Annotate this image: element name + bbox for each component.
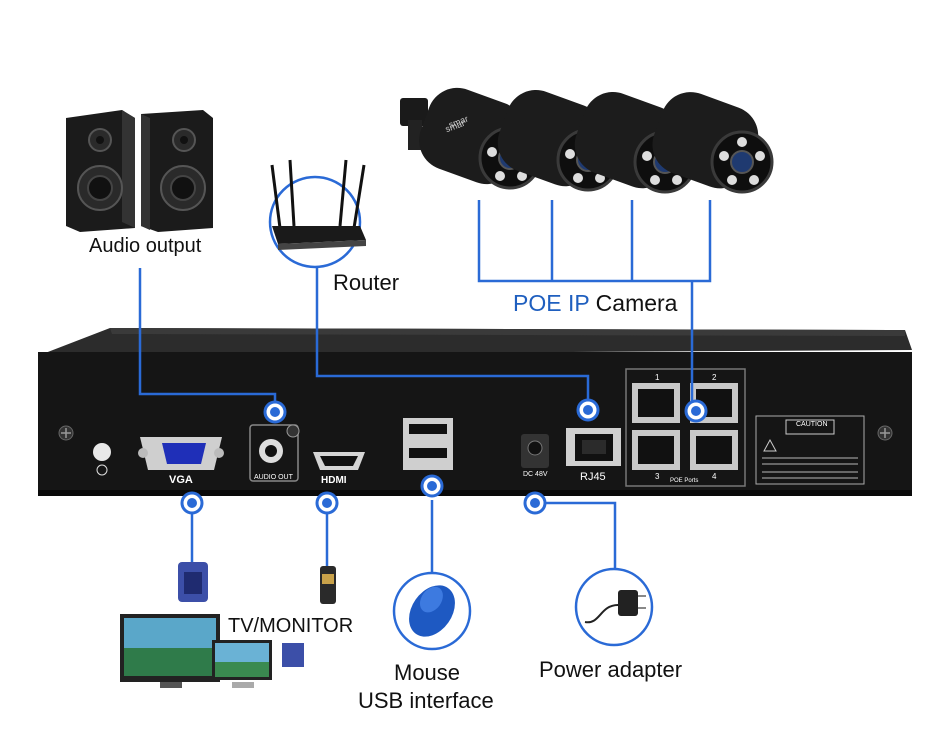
poe-ip-label: POE IP: [513, 290, 590, 316]
poe-ip-camera-label: POE IP Camera: [513, 290, 677, 317]
tv-monitor-image: [120, 614, 304, 688]
hdmi-cable-image: [320, 566, 336, 604]
vga-port-label: VGA: [169, 474, 193, 486]
dc-port-label: DC 48V: [523, 471, 548, 478]
speakers-image: [66, 110, 213, 232]
poe-port-number: 3: [655, 472, 660, 481]
poe-ports-label: POE Ports: [670, 478, 699, 484]
power-adapter-image: [574, 567, 654, 647]
poe-port-number: 2: [712, 373, 717, 382]
usb-interface-label: USB interface: [358, 688, 494, 713]
router-image: [268, 159, 366, 269]
mouse-image: [392, 571, 472, 651]
poe-port-number: 1: [655, 373, 660, 382]
audio-out-port-label: AUDIO OUT: [254, 474, 293, 481]
vga-cable-image: [178, 562, 208, 602]
connection-lines: [138, 200, 712, 574]
router-label: Router: [333, 270, 400, 295]
port-markers: [180, 398, 708, 515]
rj45-port-label: RJ45: [580, 471, 606, 483]
poe-ip-cameras-image: smar: [400, 87, 774, 194]
tv-monitor-label: TV/MONITOR: [228, 615, 354, 637]
nvr-device: [38, 328, 912, 496]
hdmi-port-label: HDMI: [321, 475, 347, 486]
mouse-label: Mouse: [394, 660, 461, 685]
camera-label: Camera: [595, 290, 678, 316]
caution-label: CAUTION: [796, 421, 828, 428]
power-adapter-label: Power adapter: [539, 657, 683, 682]
audio-output-label: Audio output: [89, 235, 202, 257]
poe-port-number: 4: [712, 472, 717, 481]
